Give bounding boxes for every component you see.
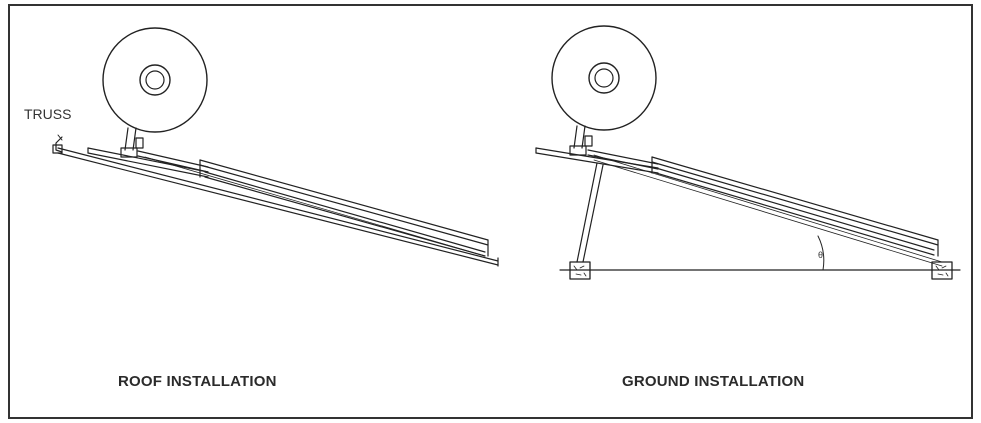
ground-collector-panel — [593, 154, 943, 267]
ground-water-tank — [551, 25, 657, 131]
roof-installation-drawing — [52, 27, 499, 267]
ground-installation-drawing — [535, 25, 961, 280]
truss-label: TRUSS — [24, 106, 72, 122]
roof-top-frame — [87, 147, 209, 178]
tilt-angle-arc — [817, 235, 825, 271]
tilt-angle-label: θ — [818, 250, 824, 260]
roof-collector-panel — [144, 156, 489, 257]
roof-installation-caption: ROOF INSTALLATION — [118, 373, 277, 390]
roof-tank-bracket — [120, 127, 144, 158]
ground-support-leg — [576, 162, 604, 263]
roof-water-tank — [102, 27, 208, 133]
ground-installation-caption: GROUND INSTALLATION — [622, 373, 805, 390]
truss-hook — [52, 134, 63, 154]
roof-base-rail — [57, 147, 499, 267]
